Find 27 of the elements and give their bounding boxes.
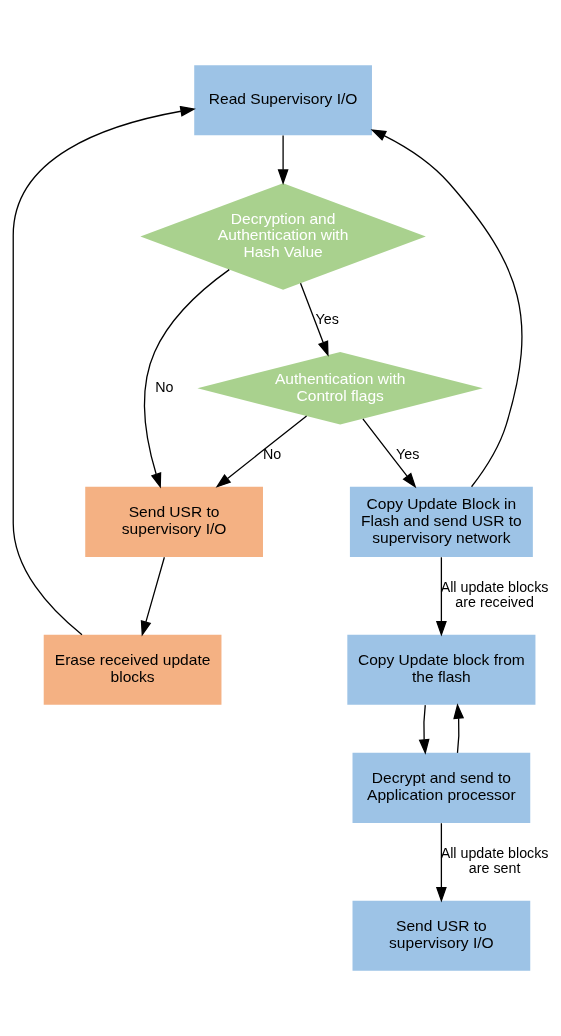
arrow	[277, 134, 289, 185]
arrow	[362, 418, 417, 489]
node-box: Copy Update Block in Flash and send USR to supervisory network	[349, 486, 533, 557]
arrow	[143, 269, 230, 489]
node-diamond: Decryption and Authentication with Hash Value	[140, 183, 426, 290]
edge-label: All update blocks are received	[440, 578, 549, 611]
node-box: Send USR to supervisory I/O	[352, 900, 531, 971]
arrow	[370, 129, 523, 488]
arrow	[453, 703, 465, 754]
arrow	[418, 704, 430, 755]
arrow	[12, 105, 196, 636]
node-box: Read Supervisory I/O	[194, 65, 372, 136]
edge-label: Yes	[396, 446, 420, 463]
arrow	[435, 556, 447, 637]
edge-label: No	[155, 378, 174, 395]
arrow	[435, 822, 447, 903]
node-box: Copy Update block from the flash	[347, 634, 536, 705]
node-diamond: Authentication with Control flags	[197, 351, 483, 425]
node-box: Send USR to supervisory I/O	[85, 486, 263, 557]
node-box: Erase received update blocks	[43, 634, 222, 705]
edge-label: No	[262, 446, 282, 463]
edge-label: Yes	[315, 311, 339, 328]
arrow	[299, 282, 329, 357]
node-box: Decrypt and send to Application processor	[352, 752, 531, 823]
arrow	[215, 415, 308, 488]
edge-label: All update blocks are sent	[440, 844, 549, 877]
arrow	[140, 556, 166, 637]
